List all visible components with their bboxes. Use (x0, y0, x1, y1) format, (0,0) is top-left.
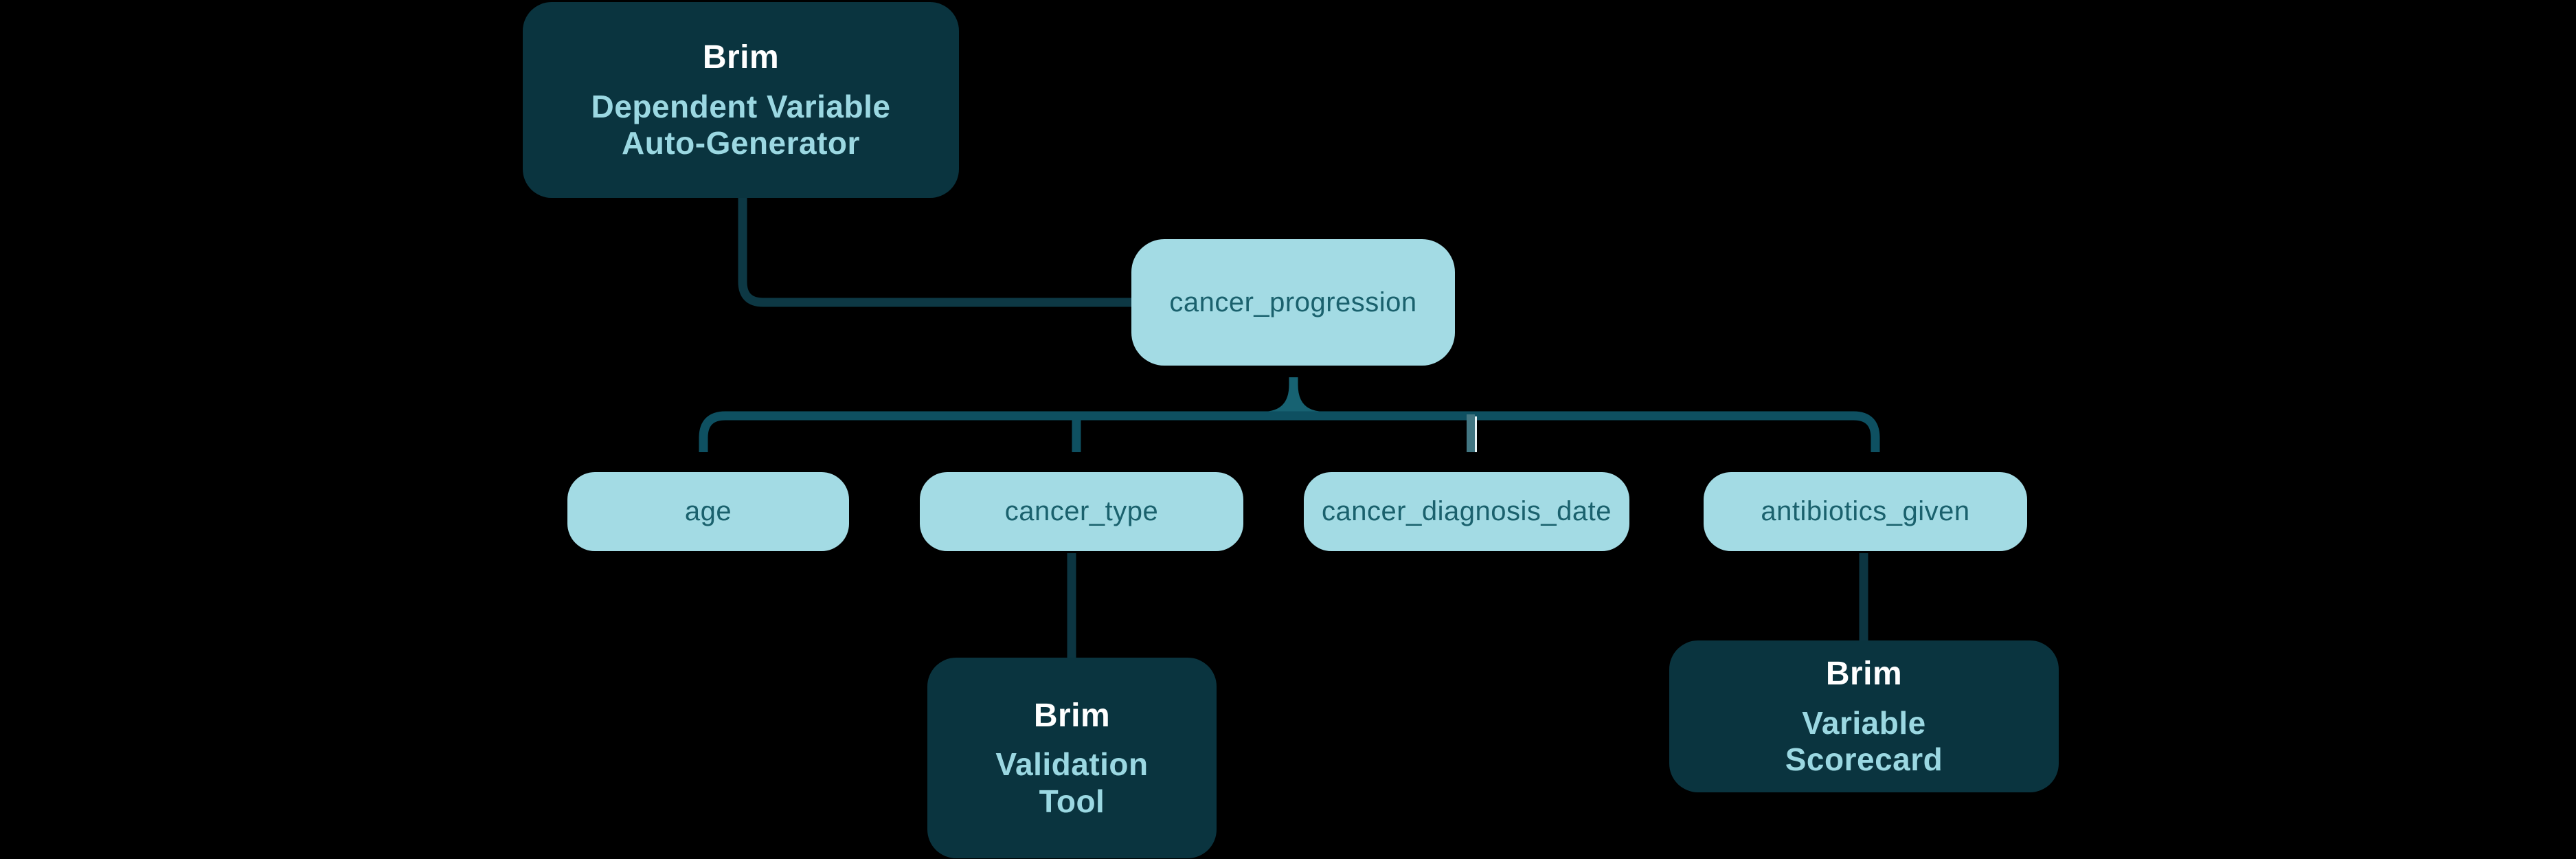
node-cancer-progression: cancer_progression (1131, 239, 1455, 366)
connector-drop-diagnosis-date-edge (1475, 416, 1477, 452)
node-label: antibiotics_given (1761, 496, 1970, 526)
node-label: cancer_diagnosis_date (1322, 496, 1612, 526)
node-subtitle: Validation Tool (995, 746, 1149, 819)
node-dependent-variable-auto-generator: Brim Dependent Variable Auto-Generator (523, 2, 959, 198)
node-label: age (684, 496, 732, 526)
node-title: Brim (1033, 697, 1111, 734)
node-label: cancer_progression (1169, 287, 1417, 317)
node-subtitle: Dependent Variable Auto-Generator (591, 88, 891, 161)
node-antibiotics-given: antibiotics_given (1704, 472, 2027, 551)
node-title: Brim (1825, 656, 1903, 693)
node-age: age (567, 472, 849, 551)
node-title: Brim (702, 39, 780, 76)
node-label: cancer_type (1004, 496, 1159, 526)
node-brim-validation-tool: Brim Validation Tool (927, 658, 1217, 858)
connector-drop-diagnosis-date (1467, 414, 1475, 452)
connector-root-flare-left (1263, 385, 1289, 412)
node-cancer-type: cancer_type (920, 472, 1243, 551)
node-subtitle: Variable Scorecard (1785, 704, 1943, 778)
connector-root-flare-right (1298, 385, 1324, 412)
connector-generator-to-root (738, 197, 1133, 307)
node-brim-variable-scorecard: Brim Variable Scorecard (1669, 640, 2059, 792)
connector-branch-bar (699, 411, 1880, 452)
node-cancer-diagnosis-date: cancer_diagnosis_date (1304, 472, 1629, 551)
